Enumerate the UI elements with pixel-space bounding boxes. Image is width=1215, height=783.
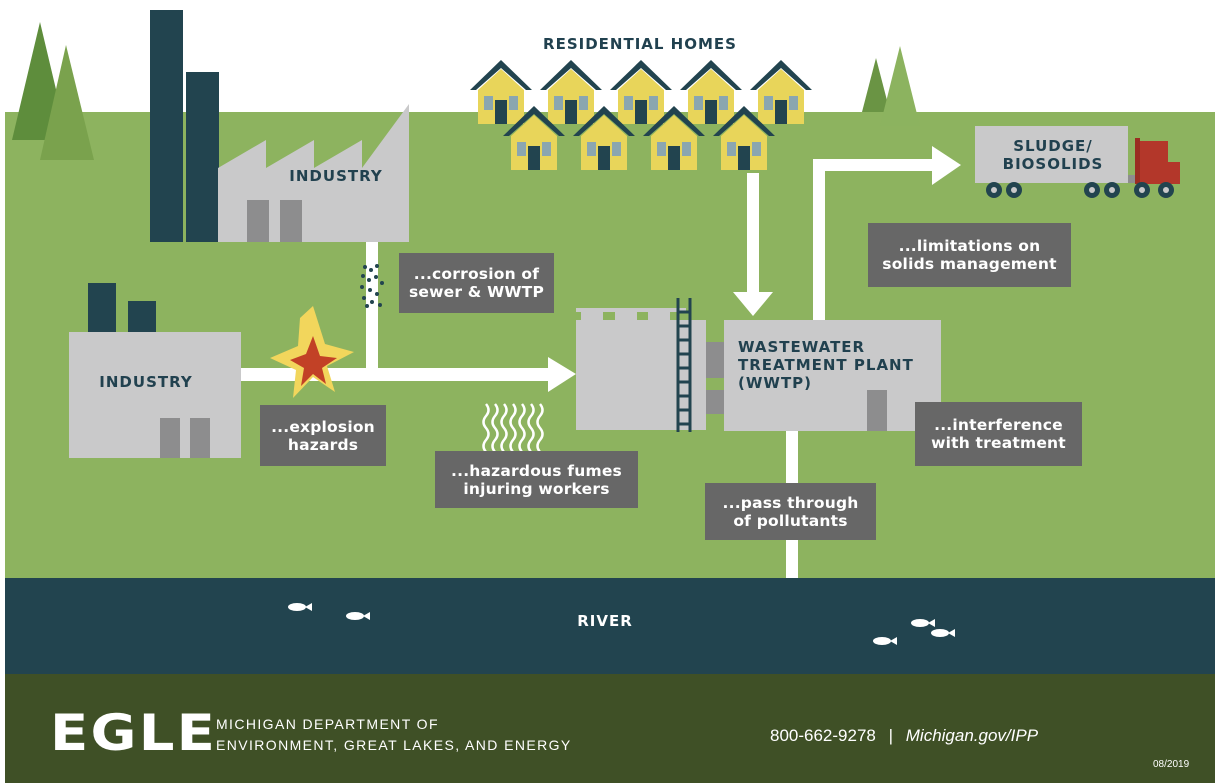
callout-corrosion-line1: ...corrosion of bbox=[413, 265, 540, 283]
house-icon bbox=[680, 60, 742, 124]
industry-top-building bbox=[150, 10, 409, 242]
callout-solids: ...limitations on solids management bbox=[868, 223, 1071, 287]
callout-interference: ...interference with treatment bbox=[915, 402, 1082, 466]
house-icon bbox=[610, 60, 672, 124]
ladder-icon bbox=[676, 298, 692, 432]
wwtp-building bbox=[724, 320, 941, 431]
contact-line: 800-662-9278 | Michigan.gov/IPP bbox=[770, 725, 1038, 747]
footer-band bbox=[5, 674, 1215, 783]
tree-icon-left bbox=[12, 22, 94, 160]
callout-solids-line1: ...limitations on bbox=[898, 237, 1041, 255]
house-icon bbox=[540, 60, 602, 124]
department-name-line2: ENVIRONMENT, GREAT LAKES, AND ENERGY bbox=[216, 737, 572, 753]
fish-icon bbox=[346, 612, 370, 620]
fish-icon bbox=[288, 603, 312, 611]
sludge-biosolids-label: SLUDGE/ BIOSOLIDS bbox=[990, 134, 1116, 176]
callout-fumes-line2: injuring workers bbox=[463, 479, 610, 498]
industry-left-label: INDUSTRY bbox=[99, 373, 193, 391]
house-icon bbox=[573, 106, 635, 170]
wwtp-label-line1: WASTEWATER bbox=[738, 338, 866, 356]
callout-corrosion: ...corrosion of sewer & WWTP bbox=[399, 253, 554, 313]
house-icon bbox=[643, 106, 705, 170]
industry-top-label: INDUSTRY bbox=[289, 167, 383, 185]
wwtp-label: WASTEWATER TREATMENT PLANT (WWTP) bbox=[738, 334, 938, 396]
callout-corrosion-line2: sewer & WWTP bbox=[408, 283, 545, 301]
truck-hubcaps bbox=[991, 187, 1169, 193]
callout-solids-line2: solids management bbox=[882, 255, 1057, 273]
department-name: MICHIGAN DEPARTMENT OF ENVIRONMENT, GREA… bbox=[216, 714, 572, 756]
callout-fumes-line1: ...hazardous fumes bbox=[451, 461, 622, 480]
fish-icon bbox=[931, 629, 955, 637]
fish-icon bbox=[873, 637, 897, 645]
explosion-icon bbox=[270, 306, 354, 398]
corrosion-particles-icon bbox=[360, 264, 384, 308]
river-label: RIVER bbox=[577, 612, 633, 630]
sludge-label-line1: SLUDGE/ bbox=[1013, 137, 1093, 155]
egle-logo: EGLE bbox=[50, 704, 218, 762]
separator: | bbox=[888, 726, 894, 745]
callout-fumes: ...hazardous fumes injuring workers bbox=[435, 451, 638, 508]
phone-number: 800-662-9278 bbox=[770, 726, 876, 745]
house-icon bbox=[503, 106, 565, 170]
callout-passthrough-line2: of pollutants bbox=[733, 511, 848, 530]
callout-passthrough: ...pass through of pollutants bbox=[705, 483, 876, 540]
wwtp-label-line3: (WWTP) bbox=[738, 374, 813, 392]
residential-homes-group bbox=[470, 60, 812, 170]
house-icon bbox=[470, 60, 532, 124]
tree-icon-right bbox=[862, 46, 920, 126]
sludge-truck bbox=[975, 126, 1180, 184]
residential-homes-label: RESIDENTIAL HOMES bbox=[543, 35, 737, 53]
callout-explosion-line1: ...explosion bbox=[271, 417, 375, 436]
house-icon bbox=[750, 60, 812, 124]
callout-explosion-line2: hazards bbox=[287, 435, 359, 454]
river bbox=[5, 578, 1215, 674]
house-icon bbox=[713, 106, 775, 170]
fumes-icon bbox=[482, 403, 544, 453]
industry-left-building bbox=[69, 283, 241, 458]
callout-passthrough-line1: ...pass through bbox=[722, 493, 859, 512]
wwtp-label-line2: TREATMENT PLANT bbox=[738, 356, 914, 374]
callout-explosion: ...explosion hazards bbox=[260, 405, 386, 466]
sludge-label-line2: BIOSOLIDS bbox=[1002, 155, 1104, 173]
wwtp-tank bbox=[576, 308, 724, 430]
fish-group bbox=[288, 603, 955, 645]
department-name-line1: MICHIGAN DEPARTMENT OF bbox=[216, 716, 439, 732]
callout-interference-line2: with treatment bbox=[931, 434, 1066, 452]
fish-icon bbox=[911, 619, 935, 627]
date-stamp: 08/2019 bbox=[1153, 759, 1190, 770]
callout-interference-line1: ...interference bbox=[934, 416, 1063, 434]
website-link[interactable]: Michigan.gov/IPP bbox=[905, 726, 1039, 745]
